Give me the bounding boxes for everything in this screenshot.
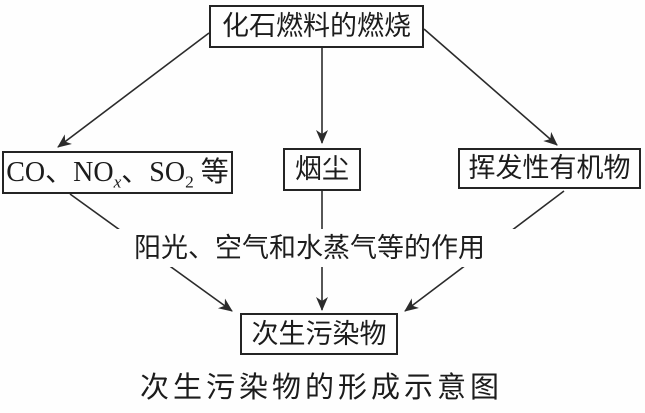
node-smoke-dust-label: 烟尘 <box>295 154 349 184</box>
node-pollutant-gases: CO、NOx、SO2 等 <box>2 151 233 194</box>
node-volatile-organics-label: 挥发性有机物 <box>468 153 631 183</box>
condition-label-background <box>104 229 524 267</box>
condition-label: 阳光、空气和水蒸气等的作用 <box>134 233 485 263</box>
gases-text-part2: 、SO <box>121 156 186 188</box>
gases-subscript-x: x <box>113 172 122 192</box>
gases-subscript-2: 2 <box>185 172 194 192</box>
node-secondary-pollutants-label: 次生污染物 <box>251 318 387 349</box>
node-pollutant-gases-label: CO、NOx、SO2 等 <box>6 156 229 190</box>
node-fossil-fuel-combustion: 化石燃料的燃烧 <box>209 5 424 48</box>
arrow-source-to-voc <box>423 28 558 146</box>
node-smoke-dust: 烟尘 <box>283 148 361 191</box>
arrow-source-to-gases <box>57 32 210 148</box>
gases-text-part1: CO、NO <box>6 156 114 188</box>
node-volatile-organics: 挥发性有机物 <box>458 148 641 189</box>
gases-text-part3: 等 <box>193 156 229 188</box>
node-fossil-fuel-combustion-label: 化石燃料的燃烧 <box>222 11 411 41</box>
node-secondary-pollutants: 次生污染物 <box>240 313 398 355</box>
diagram-caption: 次生污染物的形成示意图 <box>140 372 504 404</box>
